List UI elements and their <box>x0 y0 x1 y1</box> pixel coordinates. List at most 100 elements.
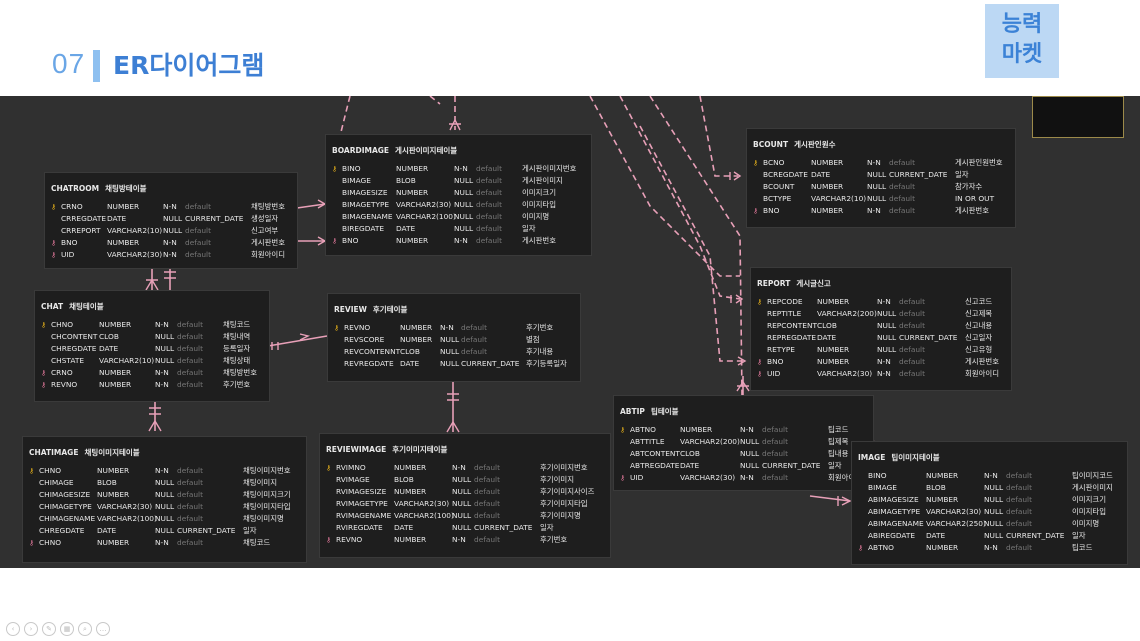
prev-slide-icon[interactable]: ‹ <box>6 622 20 636</box>
foreign-key-icon: ⚷ <box>51 251 57 259</box>
pen-icon[interactable]: ✎ <box>42 622 56 636</box>
next-slide-icon[interactable]: › <box>24 622 38 636</box>
table-name: REVIEWIMAGE <box>326 445 387 454</box>
column-type: NUMBER <box>817 357 850 366</box>
column-name: ABIREGDATE <box>868 531 916 540</box>
column-type: NUMBER <box>817 297 850 306</box>
column-comment: 후기이미지 <box>540 475 574 484</box>
column-comment: 팁이미지코드 <box>1072 471 1113 480</box>
column-default: default <box>762 449 789 458</box>
column-name: REVNO <box>344 323 371 332</box>
crowfoot-marker <box>271 333 311 350</box>
minimap[interactable] <box>1032 96 1124 138</box>
slides-icon[interactable]: ▦ <box>60 622 74 636</box>
table-comment: 후기테이블 <box>372 305 408 314</box>
column-comment: 팁제목 <box>828 437 849 446</box>
column-type: DATE <box>97 526 117 535</box>
column-type: VARCHAR2(10) <box>107 226 163 235</box>
more-icon[interactable]: … <box>96 622 110 636</box>
column-default: default <box>461 335 488 344</box>
relation-line <box>619 96 741 300</box>
column-name: CHREGDATE <box>51 344 97 353</box>
column-null: NULL <box>452 499 472 508</box>
column-null: NULL <box>452 475 472 484</box>
foreign-key-icon: ⚷ <box>326 536 332 544</box>
column-default: default <box>476 236 503 245</box>
zoom-icon[interactable]: ⌕ <box>78 622 92 636</box>
column-comment: 게시판이미지 <box>522 176 563 185</box>
